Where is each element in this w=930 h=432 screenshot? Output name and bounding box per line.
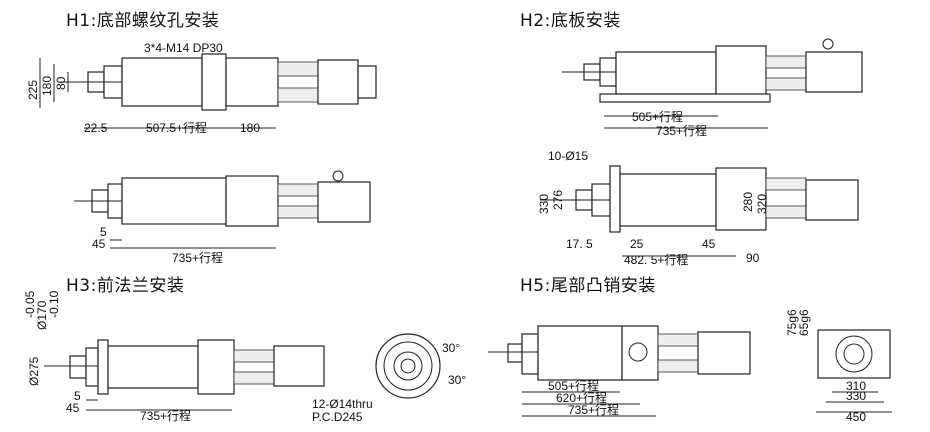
h3-flange-view (375, 333, 441, 399)
h1b-dim-5: 5 (100, 225, 107, 239)
h3-cylinder (44, 339, 325, 395)
h3-dim-735: 735+行程 (140, 408, 191, 423)
h1b-cylinder (74, 170, 371, 227)
h2b-dim-17-5: 17. 5 (566, 237, 593, 251)
h3-tol-lower: -0.10 (47, 290, 61, 318)
h5-w450: 450 (846, 410, 866, 424)
h2b-dim-482-5: 482. 5+行程 (624, 252, 688, 267)
h2b-dim-45: 45 (702, 237, 716, 251)
h3-dim-5: 5 (74, 389, 81, 403)
h2b-dim-276: 276 (551, 190, 565, 210)
h5-dim-735: 735+行程 (568, 402, 619, 417)
h1-dim-180: 180 (40, 76, 54, 96)
h1-dim-22-5: 22.5 (84, 121, 108, 135)
h2b-holes: 10-Ø15 (548, 149, 588, 163)
h5-w310: 310 (846, 379, 866, 393)
h5-title: H5:尾部凸销安装 (520, 276, 656, 296)
h1-title: H1:底部螺纹孔安装 (66, 11, 220, 31)
h3-dim-45: 45 (66, 401, 80, 415)
h5-cylinder (488, 325, 751, 381)
h3-title: H3:前法兰安装 (66, 276, 185, 296)
h5-d65: 65g6 (797, 309, 811, 336)
h2b-dim-90: 90 (746, 251, 760, 265)
h5-dim-620: 620+行程 (556, 390, 607, 405)
h1-dim-507-5: 507.5+行程 (146, 120, 207, 135)
h2b-dim-330: 330 (537, 194, 551, 214)
h2-title: H2:底板安装 (520, 11, 621, 31)
h1-cylinder (60, 53, 377, 111)
h3-tol-upper: -0.05 (23, 290, 37, 318)
h1b-dim-735: 735+行程 (172, 250, 223, 265)
h2b-cylinder (540, 165, 859, 233)
h1b-dim-45: 45 (92, 237, 106, 251)
h3-d170: Ø170 (35, 300, 49, 330)
h5-d75: 75g6 (785, 309, 799, 336)
h1-dim-180b: 180 (240, 121, 260, 135)
h1-thread-label: 3*4-M14 DP30 (144, 41, 223, 55)
h1-dim-225: 225 (26, 80, 40, 100)
h2-dim-735: 735+行程 (656, 123, 707, 138)
h2b-dim-320: 320 (755, 194, 769, 214)
h2-cylinder (562, 38, 863, 103)
h2b-dim-280: 280 (741, 192, 755, 212)
h3-angle-b: 30° (448, 373, 466, 387)
h3-angle-a: 30° (442, 341, 460, 355)
h2b-dim-25: 25 (630, 237, 644, 251)
h1-dim-80: 80 (54, 76, 68, 90)
h3-holes: 12-Ø14thru (312, 397, 373, 411)
h3-pcd: P.C.D245 (312, 410, 363, 424)
h5-dim-505: 505+行程 (548, 378, 599, 393)
h2-dim-505: 505+行程 (632, 109, 683, 124)
h5-w330: 330 (846, 389, 866, 403)
h3-d275: Ø275 (27, 356, 41, 386)
h5-end-view (817, 329, 891, 379)
